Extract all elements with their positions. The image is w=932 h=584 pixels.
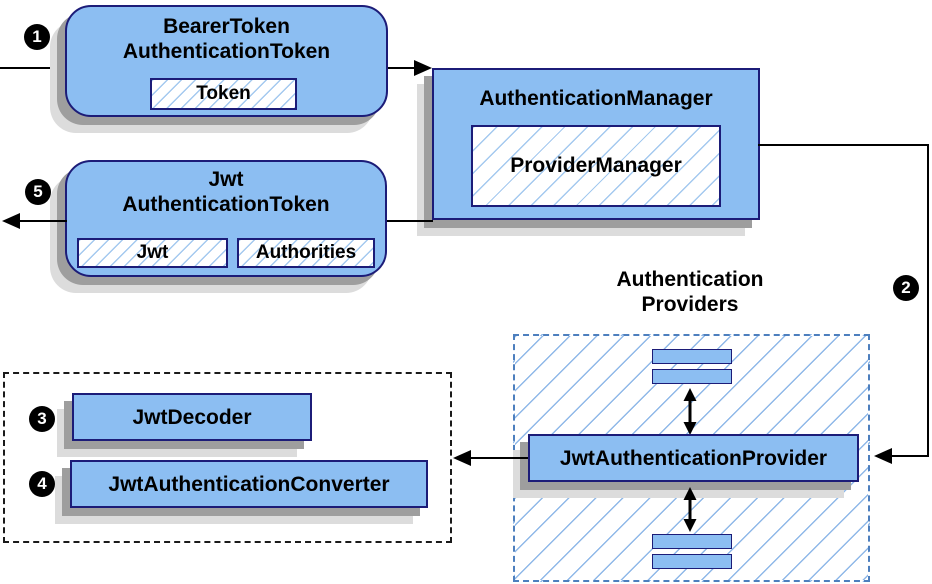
providers-label-line1: Authentication (616, 268, 764, 291)
step-4-badge: 4 (29, 471, 55, 497)
jwt-authentication-provider-node: JwtAuthenticationProvider (528, 434, 859, 482)
jwt-chip-label: Jwt (136, 242, 169, 263)
bearer-to-manager-line (388, 67, 416, 69)
token-chip: Token (150, 78, 297, 110)
step-3-badge: 3 (29, 406, 55, 432)
jwt-token-title-line2: AuthenticationToken (122, 193, 330, 216)
jwt-components-group-box (3, 372, 452, 543)
step-2-badge: 2 (893, 275, 919, 301)
providers-label-line2: Providers (641, 293, 739, 316)
authorities-chip-label: Authorities (255, 242, 357, 263)
authorities-chip: Authorities (237, 238, 375, 268)
manager-to-provider-line-bottom (892, 455, 929, 457)
provider-manager-chip-label: ProviderManager (510, 154, 682, 177)
bearer-token-title-line1: BearerToken (163, 15, 290, 38)
step-1-badge: 1 (24, 24, 50, 50)
authentication-manager-title: AuthenticationManager (479, 87, 713, 110)
jwt-authentication-provider-title: JwtAuthenticationProvider (559, 446, 828, 470)
double-arrow-icon (683, 487, 697, 532)
provider-placeholder-bar (652, 369, 732, 384)
bearer-token-title-line2: AuthenticationToken (122, 40, 331, 63)
jwt-authentication-converter-node: JwtAuthenticationConverter (70, 460, 428, 508)
step-4-number: 4 (37, 474, 47, 493)
jwt-authentication-converter-title: JwtAuthenticationConverter (108, 472, 390, 496)
authentication-manager-node: AuthenticationManager ProviderManager (432, 68, 760, 220)
step-5-number: 5 (33, 182, 43, 201)
step-1-number: 1 (32, 27, 42, 46)
provider-to-components-line (471, 457, 528, 459)
provider-to-components-arrowhead-icon (453, 450, 471, 466)
incoming-request-line (0, 67, 67, 69)
step-3-number: 3 (37, 409, 47, 428)
manager-to-provider-line-vertical (927, 144, 929, 457)
manager-to-provider-line-top (758, 144, 929, 146)
outgoing-result-arrowhead-icon (2, 213, 20, 229)
jwt-decoder-node: JwtDecoder (72, 393, 312, 441)
manager-to-provider-arrowhead-icon (874, 448, 892, 464)
double-arrow-icon (683, 388, 697, 435)
outgoing-result-line (18, 220, 67, 222)
token-chip-label: Token (196, 83, 251, 104)
step-2-number: 2 (901, 278, 911, 297)
bearer-token-authentication-token-node: BearerToken AuthenticationToken Token (65, 5, 388, 117)
provider-placeholder-bar (652, 554, 732, 569)
jwt-decoder-title: JwtDecoder (132, 405, 252, 429)
step-5-badge: 5 (25, 179, 51, 205)
jwt-token-node-title: Jwt AuthenticationToken (67, 167, 385, 217)
provider-placeholder-bar (652, 534, 732, 549)
manager-to-jwt-token-line (387, 220, 433, 222)
jwt-authentication-token-node: Jwt AuthenticationToken Jwt Authorities (65, 160, 387, 277)
bearer-to-manager-arrowhead-icon (414, 60, 432, 76)
jwt-chip: Jwt (77, 238, 228, 268)
authentication-providers-label: Authentication Providers (590, 267, 790, 317)
provider-placeholder-bar (652, 349, 732, 364)
provider-manager-chip: ProviderManager (471, 125, 721, 207)
bearer-token-node-title: BearerToken AuthenticationToken (67, 14, 386, 64)
jwt-token-title-line1: Jwt (208, 168, 244, 191)
